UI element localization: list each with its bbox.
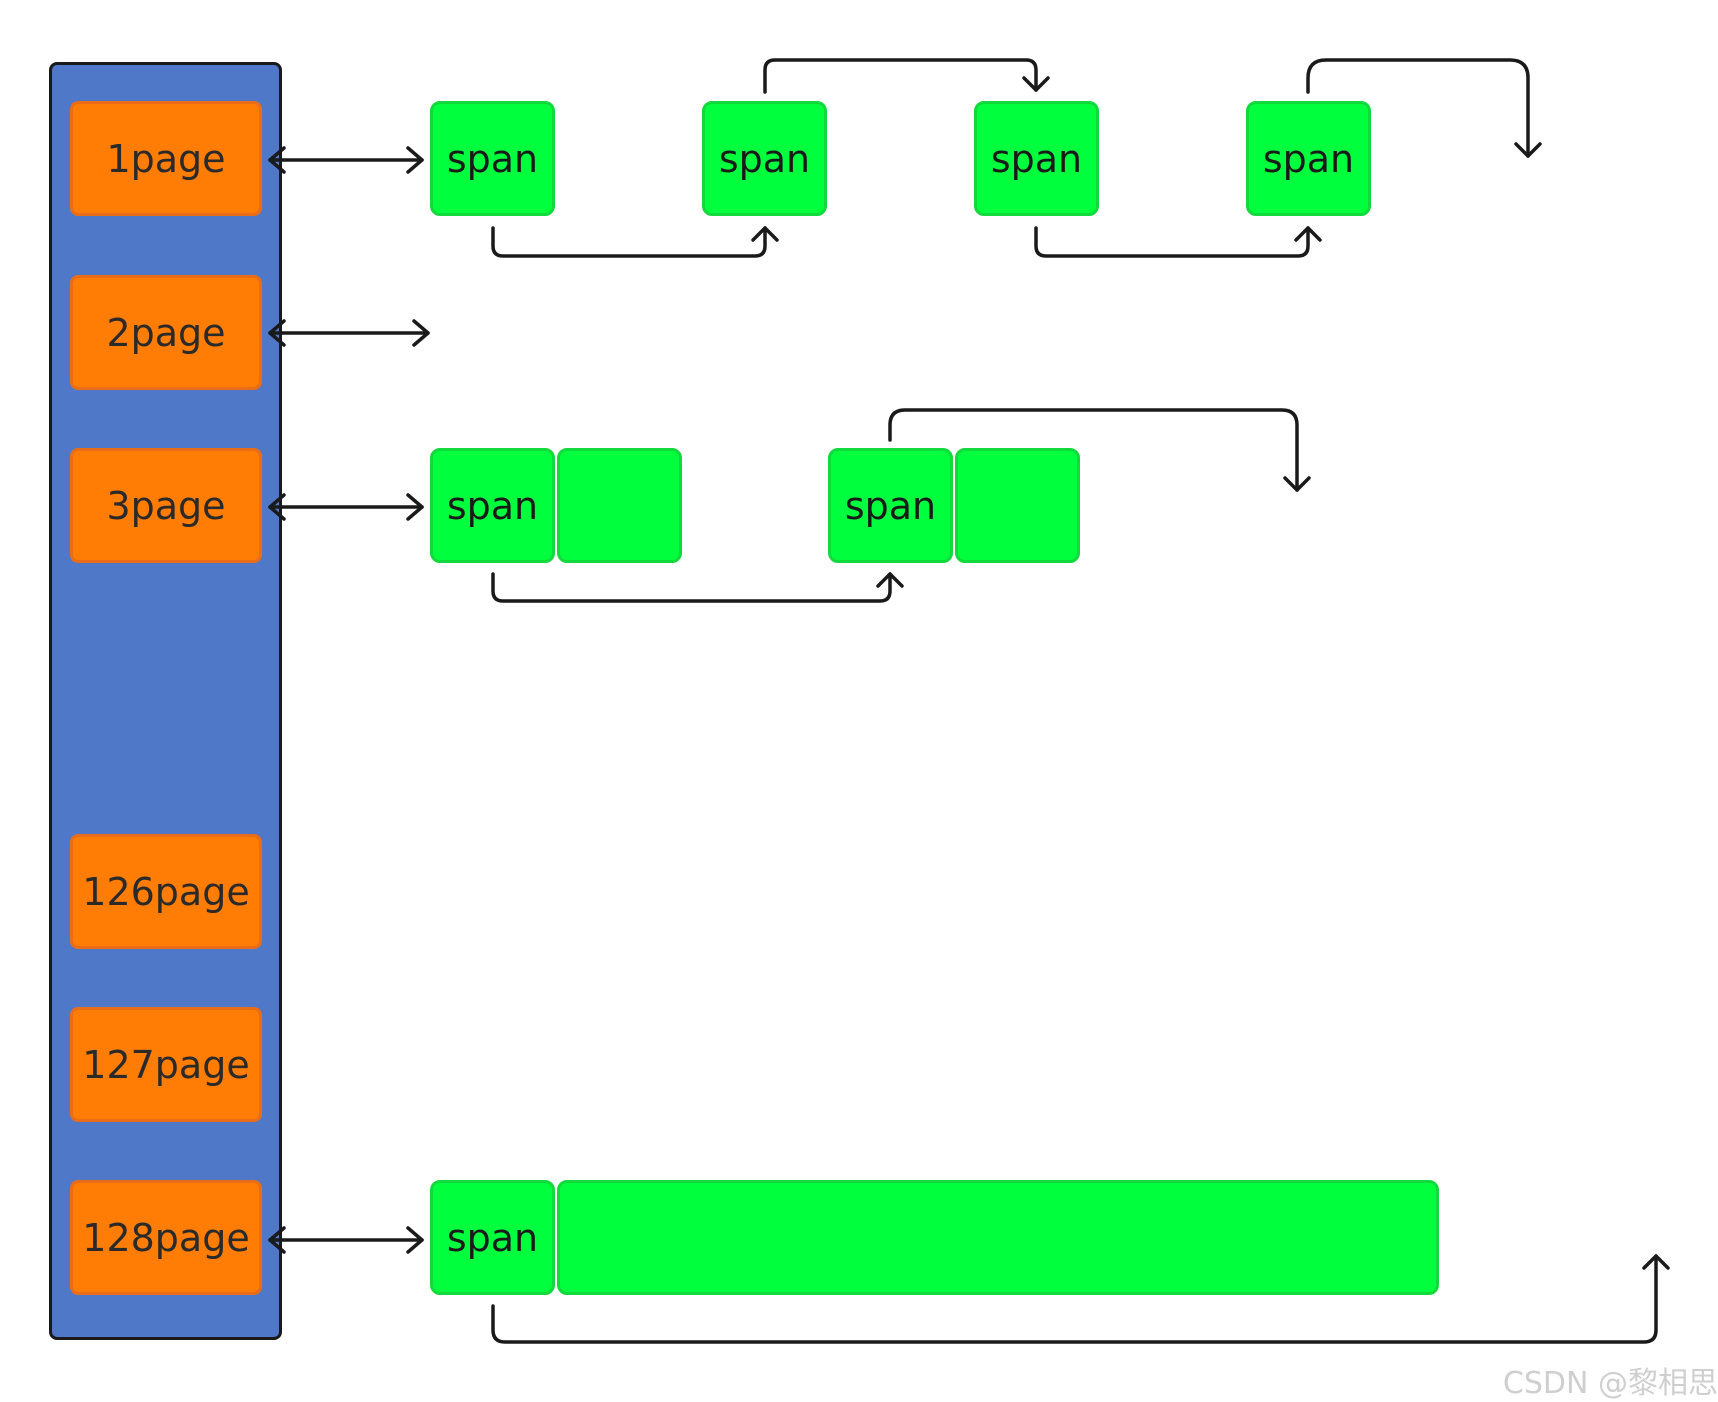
link-3page-span2-next	[888, 408, 1311, 492]
page-class-127page: 127page	[70, 1007, 262, 1122]
link-1page-span1-to-span2	[491, 226, 779, 258]
page-class-126page: 126page	[70, 834, 262, 949]
arrow-128page-to-span	[268, 1226, 424, 1254]
span-3page-2: span	[828, 448, 953, 563]
arrow-1page-to-span	[268, 146, 424, 174]
link-128page-span-next	[491, 1254, 1670, 1344]
link-1page-span2-to-span3	[763, 58, 1050, 94]
span-1page-2: span	[702, 101, 827, 216]
page-class-128page: 128page	[70, 1180, 262, 1295]
page-class-2page: 2page	[70, 275, 262, 390]
arrow-2page-empty	[268, 319, 430, 347]
link-1page-span3-to-span4	[1034, 226, 1322, 258]
span-128page-1: span	[430, 1180, 555, 1295]
span-3page-1: span	[430, 448, 555, 563]
span-128page-1-extra-block	[557, 1180, 1439, 1295]
arrow-3page-to-span	[268, 493, 424, 521]
span-1page-3: span	[974, 101, 1099, 216]
span-1page-1: span	[430, 101, 555, 216]
span-3page-1-extra-block	[557, 448, 682, 563]
span-1page-4: span	[1246, 101, 1371, 216]
span-3page-2-extra-block	[955, 448, 1080, 563]
watermark: CSDN @黎相思	[1502, 1366, 1718, 1401]
page-class-3page: 3page	[70, 448, 262, 563]
link-1page-span4-next	[1306, 58, 1542, 158]
page-class-1page: 1page	[70, 101, 262, 216]
link-3page-span1-to-span2	[491, 572, 904, 603]
